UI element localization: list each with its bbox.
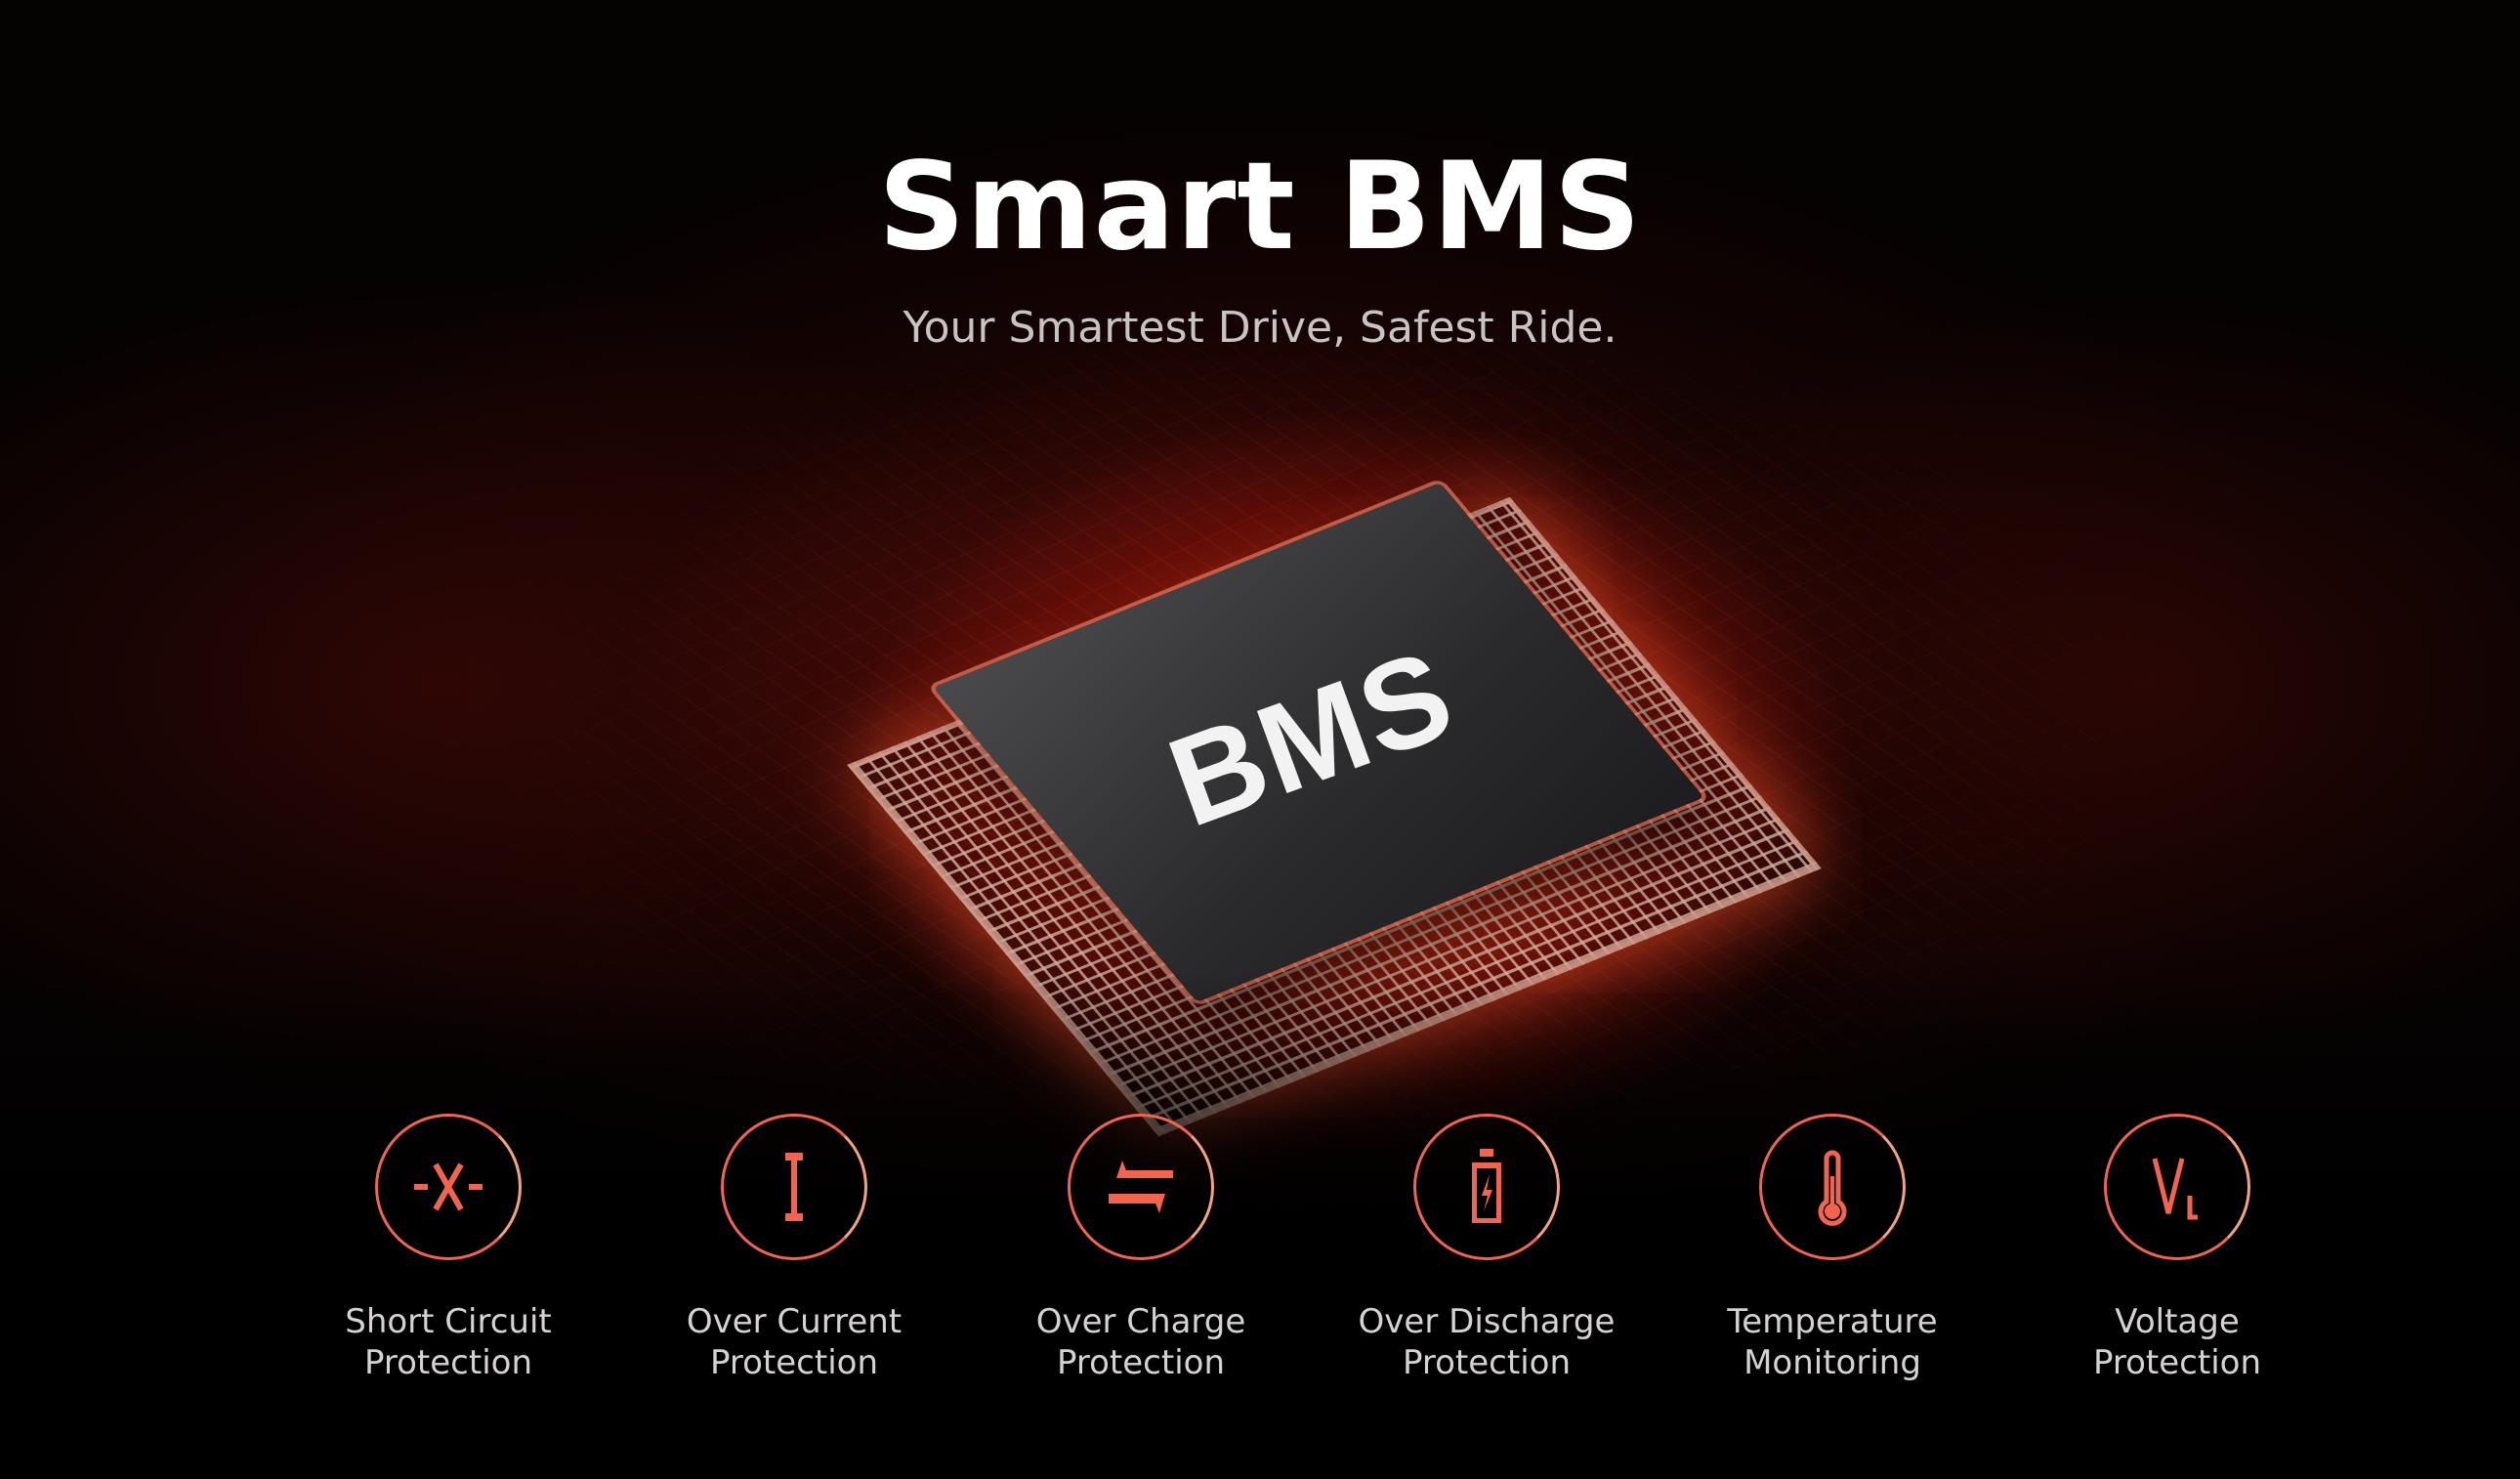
- page-title: Smart BMS: [877, 137, 1642, 277]
- feature-label: Voltage: [2115, 1302, 2240, 1341]
- feature-label: Protection: [1056, 1343, 1225, 1382]
- feature-label: Protection: [709, 1343, 878, 1382]
- feature-label: Over Current: [686, 1302, 903, 1341]
- feature-label: Protection: [363, 1343, 532, 1382]
- feature-label: Temperature: [1727, 1302, 1938, 1341]
- feature-label: Over Charge: [1035, 1302, 1246, 1341]
- feature-label: Monitoring: [1743, 1343, 1921, 1382]
- feature-label: Protection: [2092, 1343, 2261, 1382]
- voltage-icon: [2104, 1114, 2250, 1260]
- battery-icon: [1413, 1114, 1560, 1260]
- feature-label: Protection: [1402, 1343, 1571, 1382]
- short-circuit-icon: [375, 1114, 522, 1260]
- feature-label: Over Discharge: [1358, 1302, 1616, 1341]
- thermometer-icon: [1759, 1114, 1906, 1260]
- current-icon: [721, 1114, 867, 1260]
- page-subtitle: Your Smartest Drive, Safest Ride.: [903, 303, 1617, 353]
- charge-arrows-icon: [1068, 1114, 1214, 1260]
- feature-label: Short Circuit: [345, 1302, 552, 1341]
